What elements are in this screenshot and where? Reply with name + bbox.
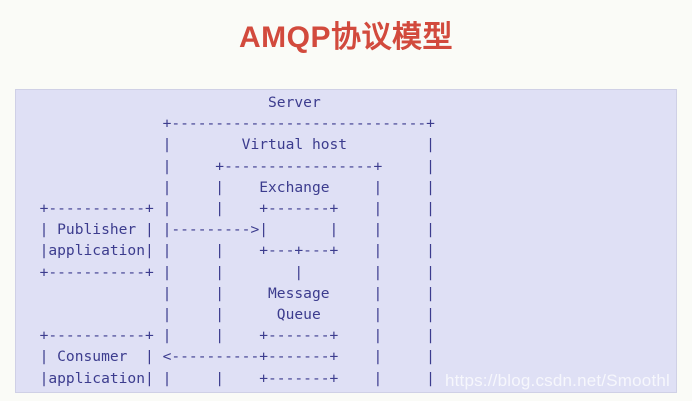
csdn-watermark: https://blog.csdn.net/Smoothl [444, 371, 670, 390]
page-title: AMQP协议模型 [239, 21, 453, 54]
amqp-diagram-panel: Server +-----------------------------+ |… [15, 89, 677, 393]
amqp-ascii-diagram: Server +-----------------------------+ |… [39, 94, 435, 392]
